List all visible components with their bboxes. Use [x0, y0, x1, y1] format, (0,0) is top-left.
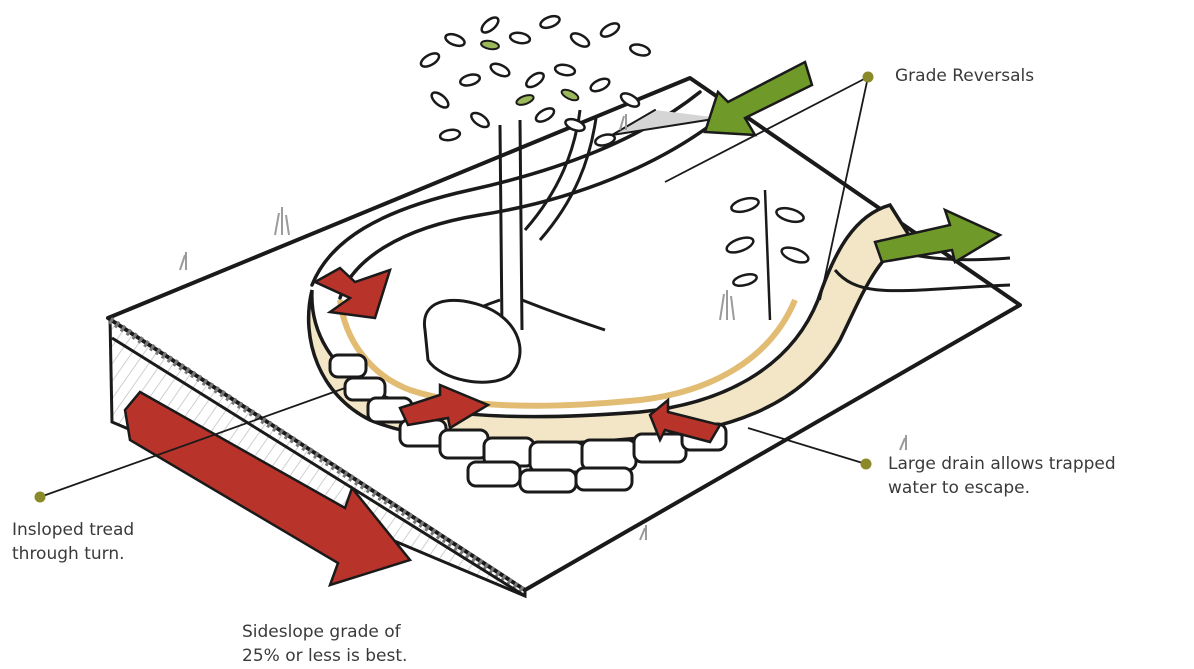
grade-reversals-dot: [863, 72, 874, 83]
insloped-text-line1: Insloped tread: [12, 518, 134, 542]
large-drain-text-line1: Large drain allows trapped: [888, 452, 1116, 476]
grade-reversals-label: Grade Reversals: [895, 64, 1034, 88]
large-drain-label: Large drain allows trapped water to esca…: [888, 452, 1116, 500]
insloped-label: Insloped tread through turn.: [12, 518, 134, 566]
large-drain-dot: [861, 459, 872, 470]
ground-block: [108, 78, 1020, 596]
large-drain-text-line2: water to escape.: [888, 476, 1116, 500]
sideslope-text-line2: 25% or less is best.: [242, 644, 407, 668]
insloped-dot: [35, 492, 46, 503]
insloped-text-line2: through turn.: [12, 542, 134, 566]
sideslope-text-line1: Sideslope grade of: [242, 620, 407, 644]
slope-surface: [108, 78, 1020, 590]
grade-reversals-text: Grade Reversals: [895, 64, 1034, 88]
sideslope-label: Sideslope grade of 25% or less is best.: [242, 620, 407, 668]
